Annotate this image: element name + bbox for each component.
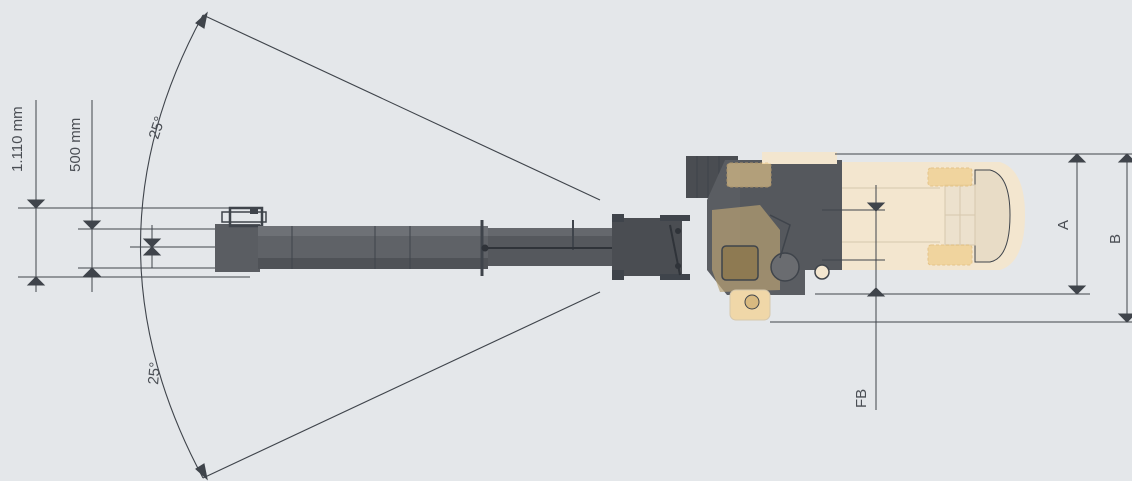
width-500-label: 500 mm (67, 118, 84, 172)
dimension-label-fb: FB (853, 389, 870, 408)
body-dimensions (770, 153, 1132, 410)
dimension-label-a: A (1055, 220, 1072, 230)
arc-arrow-bottom (195, 463, 208, 481)
boom (215, 206, 690, 280)
upper-ray (202, 14, 601, 201)
crane-body (686, 152, 1025, 321)
dimension-label-b: B (1107, 234, 1124, 244)
width-1110-label: 1.110 mm (9, 106, 26, 172)
arc-arrow-top (195, 11, 208, 29)
angle-label-bottom: 25° (145, 361, 164, 385)
slewing-range (140, 11, 601, 481)
angle-label-top: 25° (146, 114, 169, 141)
lower-ray (202, 291, 601, 479)
slewing-arc (140, 14, 204, 479)
